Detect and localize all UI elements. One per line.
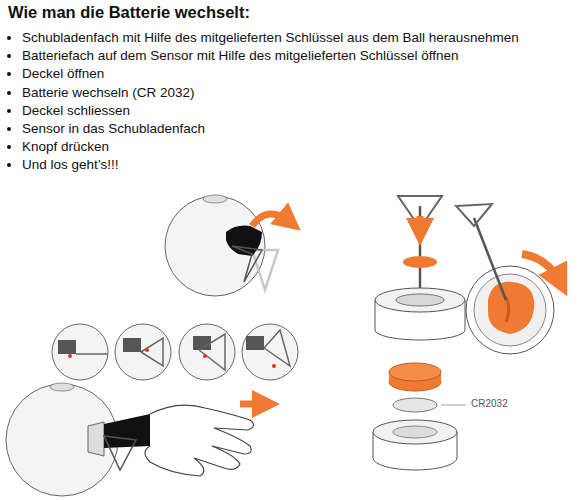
sensor-open (456, 204, 560, 354)
ball (165, 196, 265, 296)
battery-cover (396, 294, 444, 306)
step-text: Deckel öffnen (22, 65, 577, 83)
step-circle (52, 324, 108, 380)
orange-ring (403, 256, 437, 268)
step-text: Batteriefach auf dem Sensor mit Hilfe de… (22, 47, 577, 65)
key-rod (76, 353, 108, 355)
marker-dot (68, 354, 72, 358)
step-text: Schubladenfach mit Hilfe des mitgeliefer… (22, 29, 577, 47)
key-frame (264, 330, 290, 366)
ball-hand (6, 383, 266, 496)
sensor-top (375, 288, 465, 312)
sensor-inner (474, 274, 546, 346)
step-text: Und los geht’s!!! (22, 156, 577, 174)
leader-line (441, 405, 466, 406)
pull-arrow (252, 214, 290, 226)
step-ring (242, 324, 298, 380)
marker-dot (203, 354, 207, 358)
key-rod (474, 218, 506, 300)
key-handle (456, 204, 492, 226)
step-text: Sensor in das Schubladenfach (22, 120, 577, 138)
marker-dot (272, 364, 276, 368)
step-text: Deckel schliessen (22, 102, 577, 120)
part-label: CR2032 (470, 398, 509, 409)
step-list: Schubladenfach mit Hilfe des mitgeliefer… (0, 29, 577, 175)
key-rod (419, 206, 422, 300)
lid-top (389, 363, 441, 381)
step-circle (115, 324, 171, 380)
step-circle (242, 324, 298, 380)
battery-coin (393, 398, 437, 412)
marker-dot (145, 348, 149, 352)
slot (88, 422, 104, 456)
turn-arrow (522, 254, 560, 282)
key (232, 246, 262, 282)
hand (145, 405, 254, 476)
key-steps (52, 324, 298, 380)
sensor-top (373, 420, 457, 444)
title: Wie man die Batterie wechselt: (8, 3, 250, 22)
key (104, 436, 136, 470)
sensor-exploded (373, 363, 466, 470)
ball-drawer-out (165, 195, 290, 296)
step-ring (179, 324, 235, 380)
step-text: Knopf drücken (22, 138, 577, 156)
key-frame (141, 338, 163, 366)
push-arrow (417, 216, 424, 232)
ball-opening (50, 383, 74, 391)
drawer-slot (58, 340, 76, 354)
battery-seat (393, 426, 437, 438)
step-ring (115, 324, 171, 380)
key-in-sensor (375, 196, 465, 340)
sensor-rim (466, 266, 554, 354)
step-ring (52, 324, 108, 380)
drawer-slot (246, 336, 264, 350)
orange-lid (488, 282, 534, 334)
ball-opening (203, 195, 227, 203)
ball (6, 384, 118, 496)
pull-arrow (240, 401, 266, 408)
key-ghost (252, 250, 278, 290)
drawer-slot (123, 338, 141, 352)
key-frame (199, 334, 225, 370)
step-text: Batterie wechseln (CR 2032) (22, 84, 577, 102)
step-circle (179, 324, 235, 380)
